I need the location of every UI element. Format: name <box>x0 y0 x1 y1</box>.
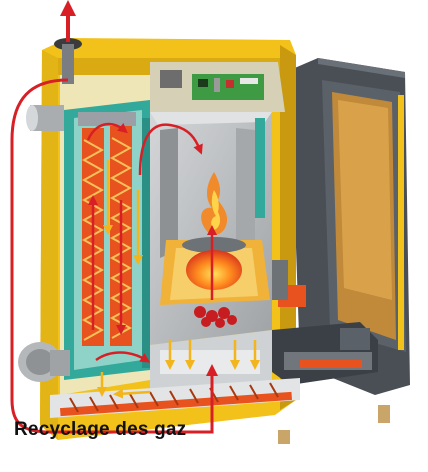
control-panel <box>150 62 285 112</box>
heat-exchanger <box>60 75 150 395</box>
feet <box>278 405 390 444</box>
motor-icon <box>18 342 70 382</box>
air-flow-arrows <box>97 160 260 399</box>
open-door <box>322 80 406 352</box>
ignition-actuator <box>272 260 306 307</box>
auger-housing <box>272 322 378 385</box>
flame-icon <box>201 172 228 235</box>
flue-gas-arrows <box>86 122 217 363</box>
burner-pot <box>160 237 270 328</box>
flue-collar <box>26 38 82 131</box>
recirculation-arrow <box>10 78 218 434</box>
caption-label: Recyclage des gaz <box>14 419 187 440</box>
auger-screw <box>50 378 300 418</box>
